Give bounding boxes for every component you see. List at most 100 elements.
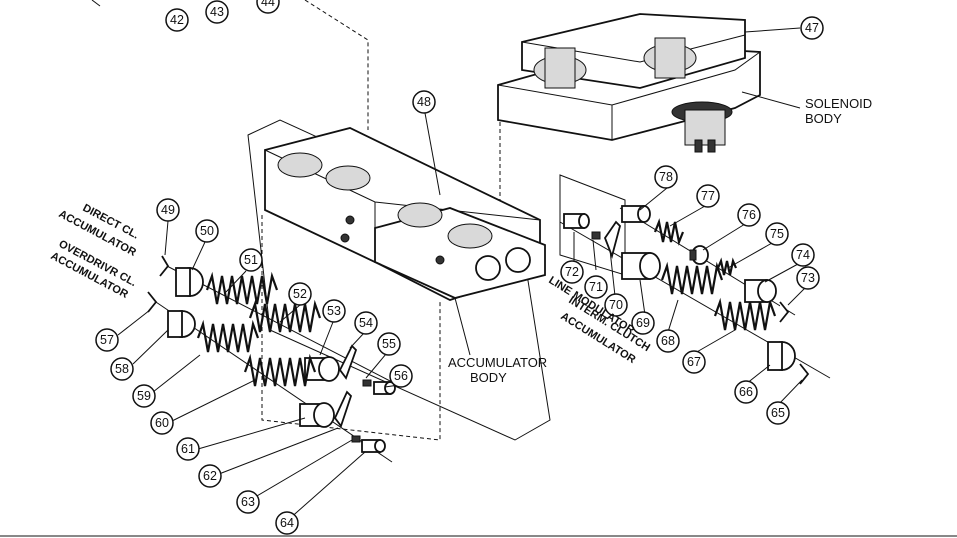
direct-cl-stack bbox=[159, 255, 396, 395]
overdrive-cl-stack bbox=[147, 291, 393, 463]
spring-60 bbox=[243, 353, 317, 387]
svg-text:71: 71 bbox=[589, 280, 603, 294]
svg-text:64: 64 bbox=[280, 516, 294, 530]
plug-78 bbox=[621, 205, 651, 223]
callouts: 42 43 44 47 48 49 50 51 52 53 54 55 56 5… bbox=[95, 0, 824, 535]
callout-64: 64 bbox=[275, 511, 299, 535]
callout-51: 51 bbox=[239, 248, 263, 272]
plug-56 bbox=[373, 381, 396, 395]
svg-text:53: 53 bbox=[327, 304, 341, 318]
leader-48 bbox=[424, 112, 441, 196]
label-accumulator-1: ACCUMULATOR bbox=[448, 355, 547, 370]
svg-text:67: 67 bbox=[687, 355, 701, 369]
piston-74 bbox=[744, 279, 777, 303]
piston-66 bbox=[767, 341, 796, 371]
plug-64 bbox=[361, 439, 386, 453]
svg-text:69: 69 bbox=[636, 316, 650, 330]
spring-75 bbox=[716, 257, 738, 276]
callout-55: 55 bbox=[377, 332, 401, 356]
callout-68: 68 bbox=[656, 329, 680, 353]
seal-71 bbox=[591, 231, 601, 240]
accumulator-body bbox=[247, 119, 551, 441]
svg-text:60: 60 bbox=[155, 416, 169, 430]
spring-68 bbox=[660, 261, 724, 295]
partial-leader-top-left bbox=[91, 0, 101, 7]
callout-48: 48 bbox=[412, 90, 436, 114]
svg-text:65: 65 bbox=[771, 406, 785, 420]
retainer-62 bbox=[333, 390, 353, 428]
svg-text:61: 61 bbox=[181, 442, 195, 456]
callout-44: 44 bbox=[256, 0, 280, 14]
callout-63: 63 bbox=[236, 490, 260, 514]
svg-text:50: 50 bbox=[200, 224, 214, 238]
callout-43: 43 bbox=[205, 0, 229, 24]
piston-69 bbox=[621, 252, 661, 280]
piston-50 bbox=[175, 267, 204, 297]
callout-72: 72 bbox=[560, 260, 584, 284]
callout-53: 53 bbox=[322, 299, 346, 323]
clip-73 bbox=[779, 301, 790, 323]
spring-51 bbox=[205, 271, 279, 305]
callout-59: 59 bbox=[132, 384, 156, 408]
svg-text:51: 51 bbox=[244, 253, 258, 267]
svg-text:77: 77 bbox=[701, 189, 715, 203]
plug-72 bbox=[563, 213, 590, 229]
svg-text:59: 59 bbox=[137, 389, 151, 403]
callout-57: 57 bbox=[95, 328, 119, 352]
retainer-54 bbox=[338, 344, 358, 380]
callout-leaders bbox=[117, 187, 807, 521]
retainer-70 bbox=[603, 220, 622, 259]
callout-50: 50 bbox=[195, 219, 219, 243]
callout-78: 78 bbox=[654, 165, 678, 189]
callout-54: 54 bbox=[354, 311, 378, 335]
svg-text:42: 42 bbox=[170, 13, 184, 27]
label-solenoid-1: SOLENOID bbox=[805, 96, 872, 111]
svg-text:66: 66 bbox=[739, 385, 753, 399]
svg-text:70: 70 bbox=[609, 298, 623, 312]
svg-text:49: 49 bbox=[161, 203, 175, 217]
dashed-guide-top bbox=[304, 0, 369, 130]
svg-text:75: 75 bbox=[770, 227, 784, 241]
svg-text:54: 54 bbox=[359, 316, 373, 330]
svg-text:48: 48 bbox=[417, 95, 431, 109]
svg-text:55: 55 bbox=[382, 337, 396, 351]
callout-71: 71 bbox=[584, 275, 608, 299]
spring-59 bbox=[196, 319, 260, 353]
svg-text:72: 72 bbox=[565, 265, 579, 279]
cap-76 bbox=[689, 245, 709, 265]
clip-65 bbox=[799, 363, 810, 385]
label-solenoid-2: BODY bbox=[805, 111, 842, 126]
callout-67: 67 bbox=[682, 350, 706, 374]
svg-text:43: 43 bbox=[210, 5, 224, 19]
seal-55 bbox=[362, 379, 372, 387]
piston-53 bbox=[304, 356, 340, 382]
svg-text:68: 68 bbox=[661, 334, 675, 348]
callout-65: 65 bbox=[766, 401, 790, 425]
callout-74: 74 bbox=[791, 243, 815, 267]
svg-text:47: 47 bbox=[805, 21, 819, 35]
svg-text:74: 74 bbox=[796, 248, 810, 262]
svg-text:78: 78 bbox=[659, 170, 673, 184]
callout-75: 75 bbox=[765, 222, 789, 246]
callout-69: 69 bbox=[631, 311, 655, 335]
svg-text:76: 76 bbox=[742, 208, 756, 222]
spring-77 bbox=[653, 218, 685, 246]
callout-77: 77 bbox=[696, 184, 720, 208]
svg-text:57: 57 bbox=[100, 333, 114, 347]
svg-text:58: 58 bbox=[115, 362, 129, 376]
svg-text:73: 73 bbox=[801, 271, 815, 285]
clip-57 bbox=[147, 291, 158, 313]
svg-text:44: 44 bbox=[261, 0, 275, 9]
spring-52 bbox=[248, 299, 322, 333]
spring-67 bbox=[713, 297, 777, 331]
callout-56: 56 bbox=[389, 364, 413, 388]
callout-52: 52 bbox=[288, 282, 312, 306]
callout-49: 49 bbox=[156, 198, 180, 222]
callout-47: 47 bbox=[800, 16, 824, 40]
dashed-guide-accumulator bbox=[261, 215, 441, 441]
piston-58 bbox=[167, 310, 196, 338]
leader-solenoid-body bbox=[741, 91, 801, 109]
callout-42: 42 bbox=[165, 8, 189, 32]
